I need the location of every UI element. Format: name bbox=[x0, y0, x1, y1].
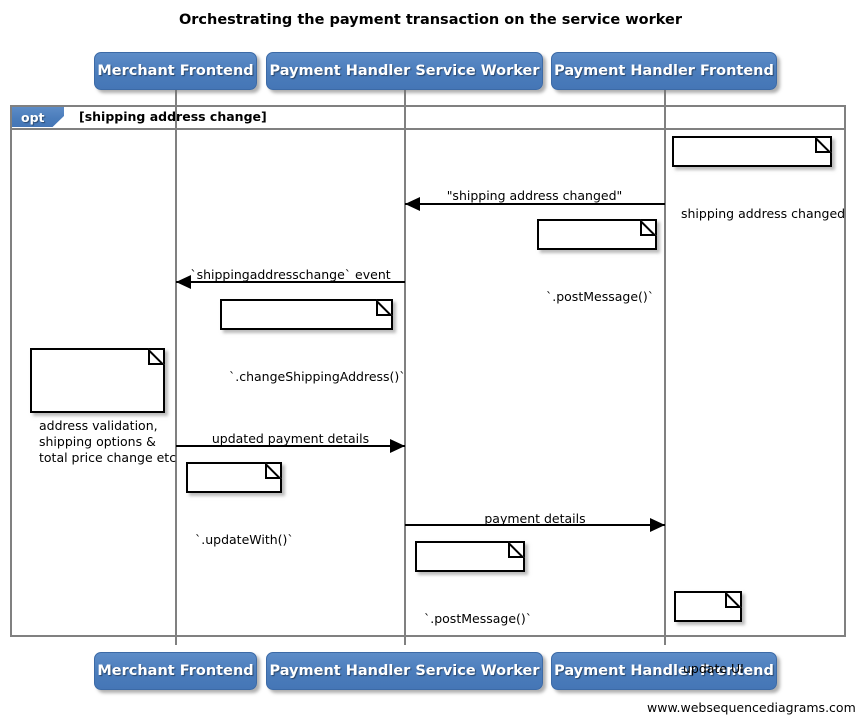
lifeline-payment-handler-frontend bbox=[664, 90, 666, 645]
opt-fragment-operator-label: opt bbox=[21, 109, 45, 125]
message-line-payment-details bbox=[405, 524, 665, 526]
message-line-shippingaddresschange-event bbox=[176, 281, 405, 283]
actor-payment-handler-frontend-label: Payment Handler Frontend bbox=[554, 63, 774, 79]
page-title: Orchestrating the payment transaction on… bbox=[178, 12, 683, 28]
actor-payment-handler-service-worker[interactable]: Payment Handler Service Worker bbox=[266, 52, 543, 90]
note-post-message-1: `.postMessage()` bbox=[537, 219, 657, 304]
note-fold-line-icon bbox=[815, 136, 832, 153]
message-line-updated-payment-details bbox=[176, 445, 405, 447]
note-update-with: `.updateWith()` bbox=[186, 462, 294, 547]
opt-fragment-header-divider bbox=[10, 128, 846, 130]
note-fold-line-icon bbox=[725, 591, 742, 608]
actor-merchant-frontend-label: Merchant Frontend bbox=[97, 63, 254, 79]
note-address-validation: address validation, shipping options & t… bbox=[30, 348, 176, 465]
message-label-shippingaddresschange-event: `shippingaddresschange` event bbox=[190, 267, 391, 282]
note-update-ui-text: update UI bbox=[683, 661, 744, 676]
actor-payment-handler-service-worker-label: Payment Handler Service Worker bbox=[269, 63, 540, 79]
note-update-ui: update UI bbox=[674, 591, 744, 676]
arrow-head-left-icon bbox=[405, 197, 420, 211]
note-shipping-address-changed: shipping address changed bbox=[672, 136, 845, 221]
message-label-updated-payment-details: updated payment details bbox=[211, 431, 370, 446]
actor-payment-handler-service-worker-footer[interactable]: Payment Handler Service Worker bbox=[266, 652, 543, 690]
footer-credit-link[interactable]: www.websequencediagrams.com bbox=[647, 700, 856, 715]
lifeline-payment-handler-service-worker bbox=[404, 90, 406, 645]
note-update-with-text: `.updateWith()` bbox=[195, 532, 294, 547]
actor-merchant-frontend[interactable]: Merchant Frontend bbox=[94, 52, 257, 90]
note-change-shipping-address-text: `.changeShippingAddress()` bbox=[229, 369, 406, 384]
message-line-shipping-address-changed bbox=[405, 203, 665, 205]
opt-fragment-condition: [shipping address change] bbox=[79, 109, 267, 124]
actor-payment-handler-frontend[interactable]: Payment Handler Frontend bbox=[551, 52, 777, 90]
actor-payment-handler-service-worker-footer-label: Payment Handler Service Worker bbox=[269, 663, 540, 679]
note-post-message-1-text: `.postMessage()` bbox=[546, 289, 655, 304]
actor-payment-handler-frontend-footer[interactable]: Payment Handler Frontend bbox=[551, 652, 777, 690]
actor-payment-handler-frontend-footer-label: Payment Handler Frontend bbox=[554, 663, 774, 679]
note-fold-line-icon bbox=[640, 219, 657, 236]
note-fold-line-icon bbox=[376, 299, 393, 316]
actor-merchant-frontend-footer[interactable]: Merchant Frontend bbox=[94, 652, 257, 690]
lifeline-merchant-frontend bbox=[175, 90, 177, 645]
note-fold-line-icon bbox=[148, 348, 165, 365]
note-change-shipping-address: `.changeShippingAddress()` bbox=[220, 299, 406, 384]
note-address-validation-text: address validation, shipping options & t… bbox=[39, 418, 177, 465]
note-post-message-2: `.postMessage()` bbox=[415, 541, 532, 626]
arrow-head-right-icon bbox=[650, 518, 665, 532]
note-fold-line-icon bbox=[508, 541, 525, 558]
message-label-shipping-address-changed: "shipping address changed" bbox=[446, 188, 623, 203]
message-label-payment-details: payment details bbox=[484, 511, 586, 526]
note-shipping-address-changed-text: shipping address changed bbox=[681, 206, 846, 221]
opt-fragment-tab: opt bbox=[12, 107, 64, 127]
actor-merchant-frontend-footer-label: Merchant Frontend bbox=[97, 663, 254, 679]
note-post-message-2-text: `.postMessage()` bbox=[424, 611, 533, 626]
arrow-head-right-icon bbox=[390, 439, 405, 453]
opt-fragment-frame bbox=[10, 105, 846, 637]
arrow-head-left-icon bbox=[176, 275, 191, 289]
note-fold-line-icon bbox=[265, 462, 282, 479]
